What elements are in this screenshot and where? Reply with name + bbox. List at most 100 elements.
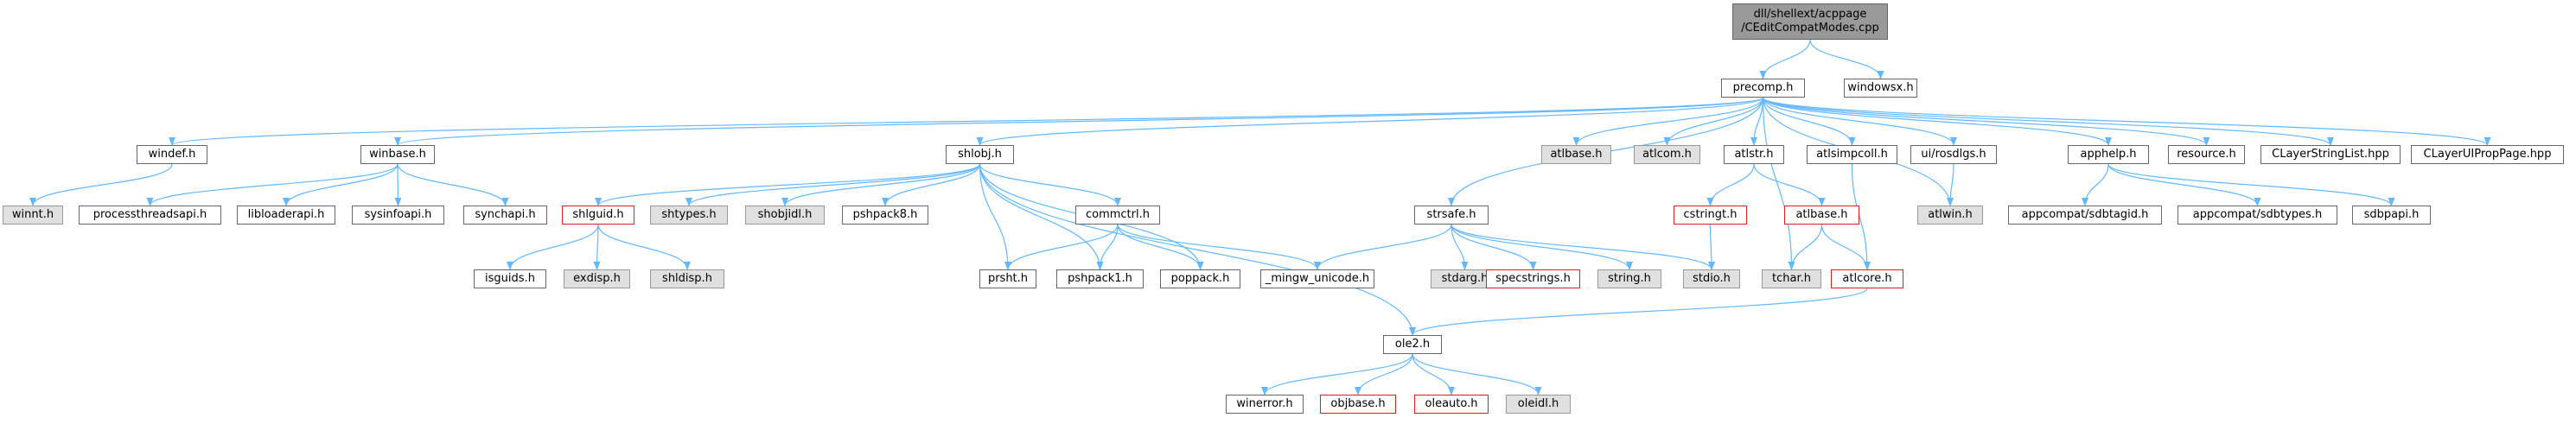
node-sdbtagid[interactable]: appcompat/sdbtagid.h [2008, 206, 2162, 225]
edge-shlobj-to-pshpack1 [979, 163, 1104, 270]
edge-atlbase_red-to-atlcore [1820, 224, 1871, 270]
node-strsafe[interactable]: strsafe.h [1414, 206, 1489, 225]
node-string[interactable]: string.h [1597, 269, 1661, 288]
edge-shlguid-to-shldisp [597, 224, 691, 270]
node-clayerstringlist[interactable]: CLayerStringList.hpp [2260, 145, 2401, 164]
node-atlstr[interactable]: atlstr.h [1724, 145, 1784, 164]
node-commctrl[interactable]: commctrl.h [1075, 206, 1160, 225]
edge-shlguid-to-exdisp [593, 224, 601, 270]
node-windef[interactable]: windef.h [137, 145, 207, 164]
edge-commctrl-to-poppack [1117, 224, 1204, 270]
edge-ole2-to-oleidl [1412, 353, 1542, 396]
node-pshpack1[interactable]: pshpack1.h [1056, 269, 1144, 288]
edge-commctrl-to-mingw_unicode [1117, 224, 1321, 270]
edge-strsafe-to-specstrings [1451, 224, 1537, 270]
edge-winbase-to-synchapi [397, 163, 509, 206]
node-pshpack8[interactable]: pshpack8.h [842, 206, 928, 225]
node-atlcore[interactable]: atlcore.h [1831, 269, 1903, 288]
node-winerror[interactable]: winerror.h [1226, 395, 1304, 414]
node-stdio[interactable]: stdio.h [1683, 269, 1740, 288]
node-cstringt[interactable]: cstringt.h [1674, 206, 1747, 225]
node-exdisp[interactable]: exdisp.h [564, 269, 630, 288]
node-atlwin[interactable]: atlwin.h [1917, 206, 1983, 225]
edge-strsafe-to-stdio [1451, 224, 1715, 270]
node-atlbase-red[interactable]: atlbase.h [1784, 206, 1859, 225]
node-oleauto[interactable]: oleauto.h [1414, 395, 1489, 414]
node-root-line1: dll/shellext/acppage [1753, 8, 1867, 21]
node-shldisp[interactable]: shldisp.h [650, 269, 724, 288]
edge-apphelp-to-sdbtagid [2082, 163, 2109, 206]
node-shobjidl[interactable]: shobjidl.h [745, 206, 825, 225]
node-poppack[interactable]: poppack.h [1160, 269, 1240, 288]
node-atlcom[interactable]: atlcom.h [1634, 145, 1700, 164]
edge-strsafe-to-mingw_unicode [1314, 224, 1452, 270]
node-shlguid[interactable]: shlguid.h [562, 206, 634, 225]
edge-root-to-windowsx [1809, 39, 1884, 79]
node-sysinfoapi[interactable]: sysinfoapi.h [352, 206, 444, 225]
node-atlbase-grey[interactable]: atlbase.h [1541, 145, 1611, 164]
edge-atlcore-to-ole2 [1409, 288, 1868, 336]
edge-precomp-to-windef [169, 97, 1764, 146]
edge-commctrl-to-prsht [1004, 224, 1119, 270]
edge-precomp-to-clayeruiproppage [1762, 97, 2491, 146]
edge-precomp-to-tchar [1762, 97, 1795, 270]
edge-apphelp-to-sdbpapi [2107, 163, 2395, 206]
edge-shlobj-to-shobjidl [781, 163, 981, 206]
edge-strsafe-to-stdarg [1451, 224, 1469, 270]
node-prsht[interactable]: prsht.h [979, 269, 1036, 288]
node-sdbtypes[interactable]: appcompat/sdbtypes.h [2177, 206, 2337, 225]
edge-shlobj-to-ole2 [979, 163, 1416, 336]
node-precomp[interactable]: precomp.h [1721, 79, 1805, 98]
node-atlsimpcoll[interactable]: atlsimpcoll.h [1807, 145, 1897, 164]
node-isguids[interactable]: isguids.h [474, 269, 546, 288]
edge-precomp-to-resource [1762, 97, 2210, 146]
edge-shlobj-to-prsht [979, 163, 1011, 270]
node-tchar[interactable]: tchar.h [1762, 269, 1821, 288]
edge-shlobj-to-shtypes [685, 163, 981, 206]
node-shlobj[interactable]: shlobj.h [946, 145, 1014, 164]
edge-atlsimpcoll-to-atlcore [1851, 163, 1871, 270]
edge-shlobj-to-pshpack8 [882, 163, 981, 206]
node-winnt[interactable]: winnt.h [3, 206, 63, 225]
edge-root-to-precomp [1759, 39, 1811, 79]
edge-precomp-to-apphelp [1762, 97, 2112, 146]
edge-precomp-to-atlcom [1663, 97, 1764, 146]
edge-ole2-to-oleauto [1412, 353, 1455, 396]
node-oleidl[interactable]: oleidl.h [1506, 395, 1571, 414]
edge-winbase-to-libloaderapi [283, 163, 399, 206]
edge-cstringt-to-stdio [1707, 224, 1715, 270]
edge-windef-to-winnt [29, 163, 173, 206]
node-winbase[interactable]: winbase.h [360, 145, 435, 164]
edge-precomp-to-clayerstringlist [1762, 97, 2334, 146]
edge-precomp-to-shlobj [976, 97, 1764, 146]
edge-rosdlgs-to-atlwin [1947, 163, 1954, 206]
edge-ole2-to-objbase [1355, 353, 1413, 396]
node-ole2[interactable]: ole2.h [1383, 335, 1442, 354]
edge-precomp-to-winbase [394, 97, 1764, 146]
edge-precomp-to-atlbase_grey [1572, 97, 1764, 146]
node-processthreadsapi[interactable]: processthreadsapi.h [79, 206, 221, 225]
node-clayeruiproppage[interactable]: CLayerUIPropPage.hpp [2411, 145, 2564, 164]
node-root-line2: /CEditCompatModes.cpp [1741, 22, 1879, 35]
node-ui-rosdlgs[interactable]: ui/rosdlgs.h [1910, 145, 1997, 164]
edge-atlstr-to-atlbase_red [1753, 163, 1826, 206]
node-apphelp[interactable]: apphelp.h [2068, 145, 2149, 164]
node-root-file[interactable]: dll/shellext/acppage /CEditCompatModes.c… [1732, 3, 1888, 40]
node-resource[interactable]: resource.h [2168, 145, 2245, 164]
node-specstrings[interactable]: specstrings.h [1486, 269, 1580, 288]
node-mingw-unicode[interactable]: _mingw_unicode.h [1260, 269, 1374, 288]
node-objbase[interactable]: objbase.h [1320, 395, 1396, 414]
node-sdbpapi[interactable]: sdbpapi.h [2352, 206, 2431, 225]
node-synchapi[interactable]: synchapi.h [463, 206, 547, 225]
edge-ole2-to-winerror [1261, 353, 1413, 396]
edge-shlobj-to-shlguid [595, 163, 981, 206]
node-shtypes[interactable]: shtypes.h [650, 206, 728, 225]
edge-shlguid-to-isguids [507, 224, 599, 270]
node-libloaderapi[interactable]: libloaderapi.h [237, 206, 335, 225]
node-windowsx[interactable]: windowsx.h [1844, 79, 1917, 98]
edge-commctrl-to-pshpack1 [1096, 224, 1119, 270]
edge-precomp-to-rosdlgs [1762, 97, 1957, 146]
edge-precomp-to-atlstr [1750, 97, 1764, 146]
